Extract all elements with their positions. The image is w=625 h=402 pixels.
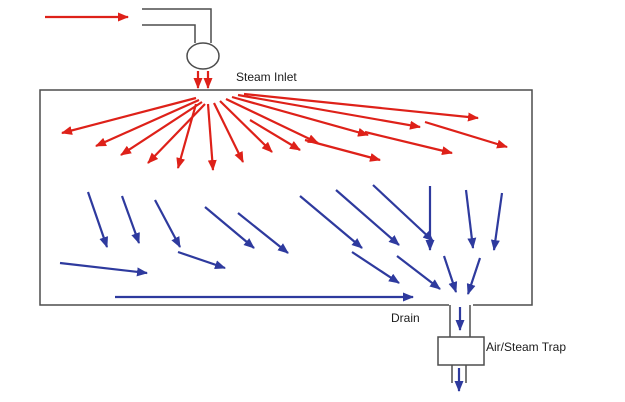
steam-arrow xyxy=(231,95,369,137)
air-steam-trap-box xyxy=(437,336,485,366)
steam-arrow xyxy=(225,98,319,144)
condensate-arrow xyxy=(154,199,181,248)
inlet-valve xyxy=(186,42,220,70)
inlet-pipe xyxy=(142,8,212,43)
steam-arrow xyxy=(219,100,273,153)
condensate-arrow xyxy=(177,250,226,270)
steam-arrow xyxy=(120,101,203,156)
air-steam-trap-label: Air/Steam Trap xyxy=(486,340,567,354)
condensate-arrow xyxy=(442,255,458,293)
condensate-arrow xyxy=(120,195,141,244)
condensate-arrow xyxy=(204,206,255,249)
condensate-arrow xyxy=(59,261,148,277)
condensate-arrow xyxy=(237,212,289,254)
steam-arrows-group xyxy=(45,12,508,171)
condensate-arrow xyxy=(464,189,477,249)
condensate-arrow xyxy=(299,195,363,249)
condensate-arrow xyxy=(335,189,400,246)
steam-arrow xyxy=(206,103,217,171)
condensate-arrow xyxy=(396,255,441,290)
steam-arrow xyxy=(424,120,508,149)
steam-arrow xyxy=(304,138,381,162)
steam-arrow xyxy=(237,93,421,130)
steam-arrow xyxy=(249,119,301,151)
condensate-arrow xyxy=(86,191,109,248)
tank-outline xyxy=(39,89,533,306)
condensate-arrow xyxy=(372,184,434,242)
steam-arrow xyxy=(95,98,200,148)
condensate-arrow xyxy=(351,251,400,284)
steam-arrow xyxy=(147,103,206,164)
drain-label: Drain xyxy=(391,311,420,325)
steam-arrow xyxy=(176,103,198,169)
condensate-arrow xyxy=(466,257,482,295)
steam-arrow xyxy=(61,96,197,135)
condensate-arrow xyxy=(490,192,504,251)
steam-arrow xyxy=(364,130,453,156)
steam-arrow xyxy=(213,102,244,163)
inlet-pipe xyxy=(142,24,196,43)
condensate-arrows-group xyxy=(59,184,504,392)
steam-arrow xyxy=(243,92,479,122)
steam-inlet-label: Steam Inlet xyxy=(236,70,297,84)
